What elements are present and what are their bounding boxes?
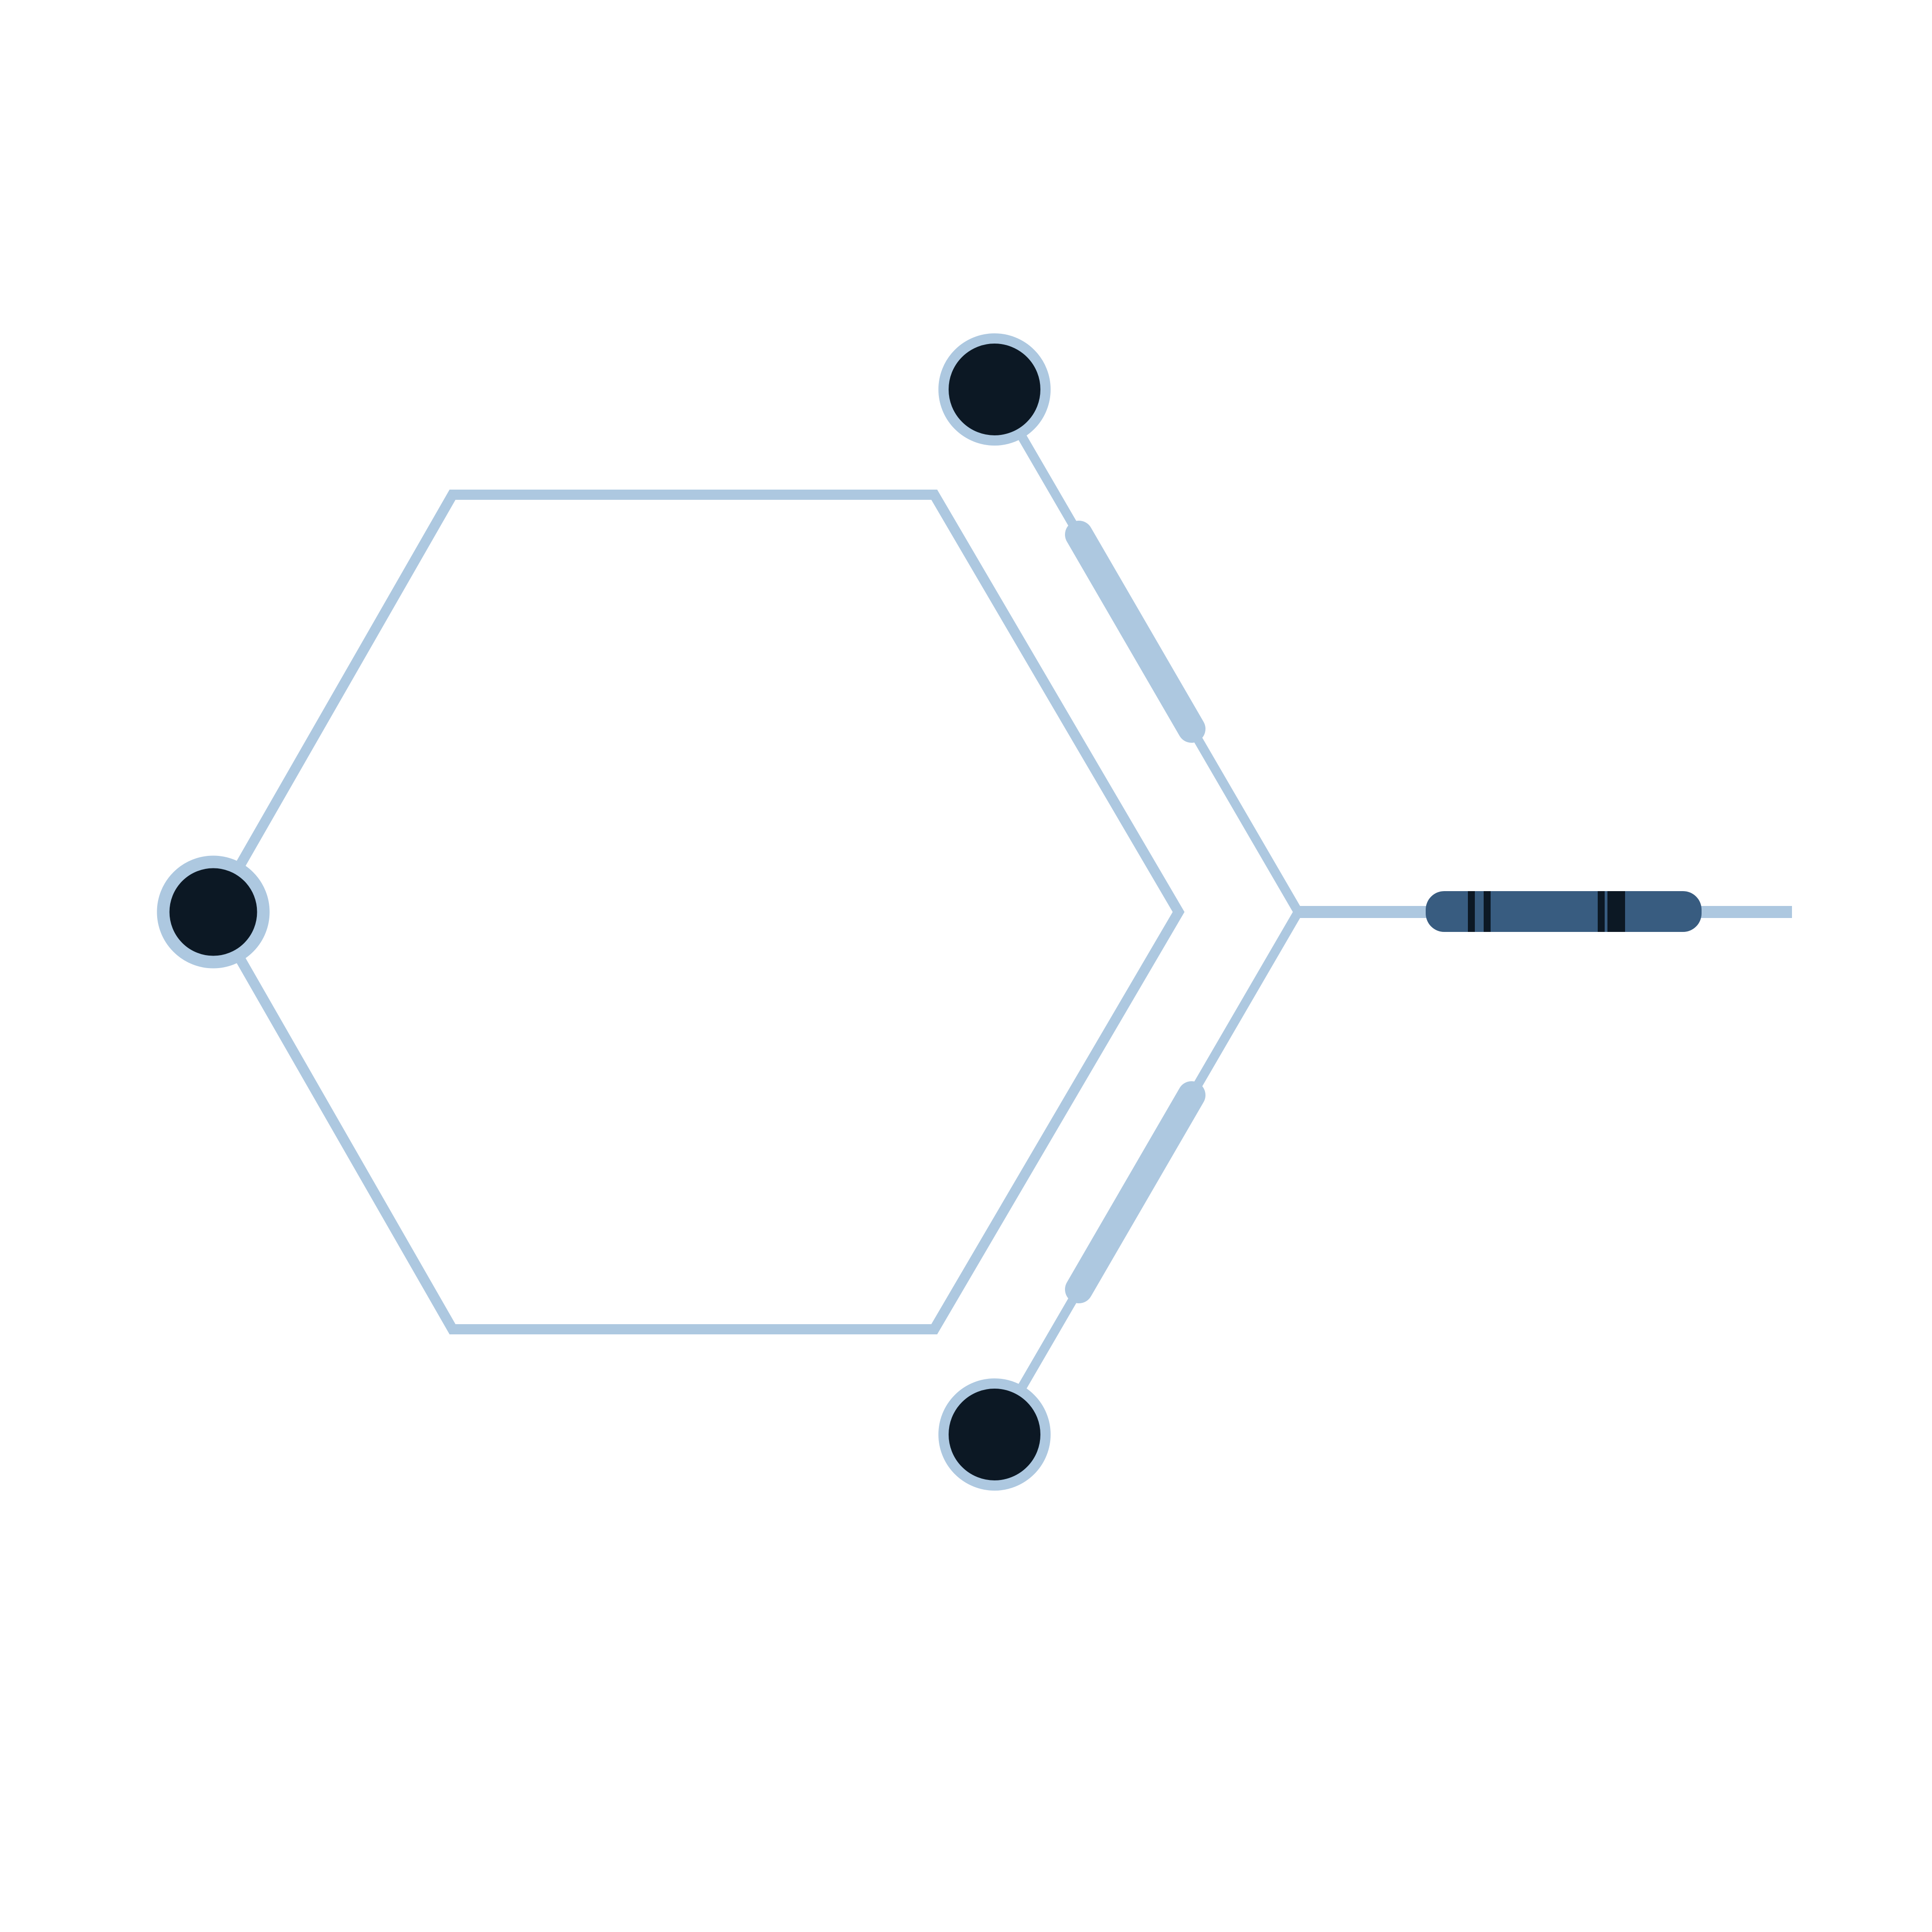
resistor-band-4	[1607, 891, 1625, 932]
left-solder-pad	[157, 855, 270, 969]
resistor-band-2	[1484, 891, 1491, 932]
resistor-band-1	[1468, 891, 1475, 932]
top-solder-pad	[938, 333, 1051, 446]
resistor	[1426, 891, 1702, 932]
resistor-band-3	[1598, 891, 1605, 932]
upper-diode	[1065, 521, 1205, 743]
bottom-solder-pad	[938, 1378, 1051, 1491]
lower-diode	[1065, 1081, 1205, 1303]
resistor-body	[1426, 891, 1702, 932]
